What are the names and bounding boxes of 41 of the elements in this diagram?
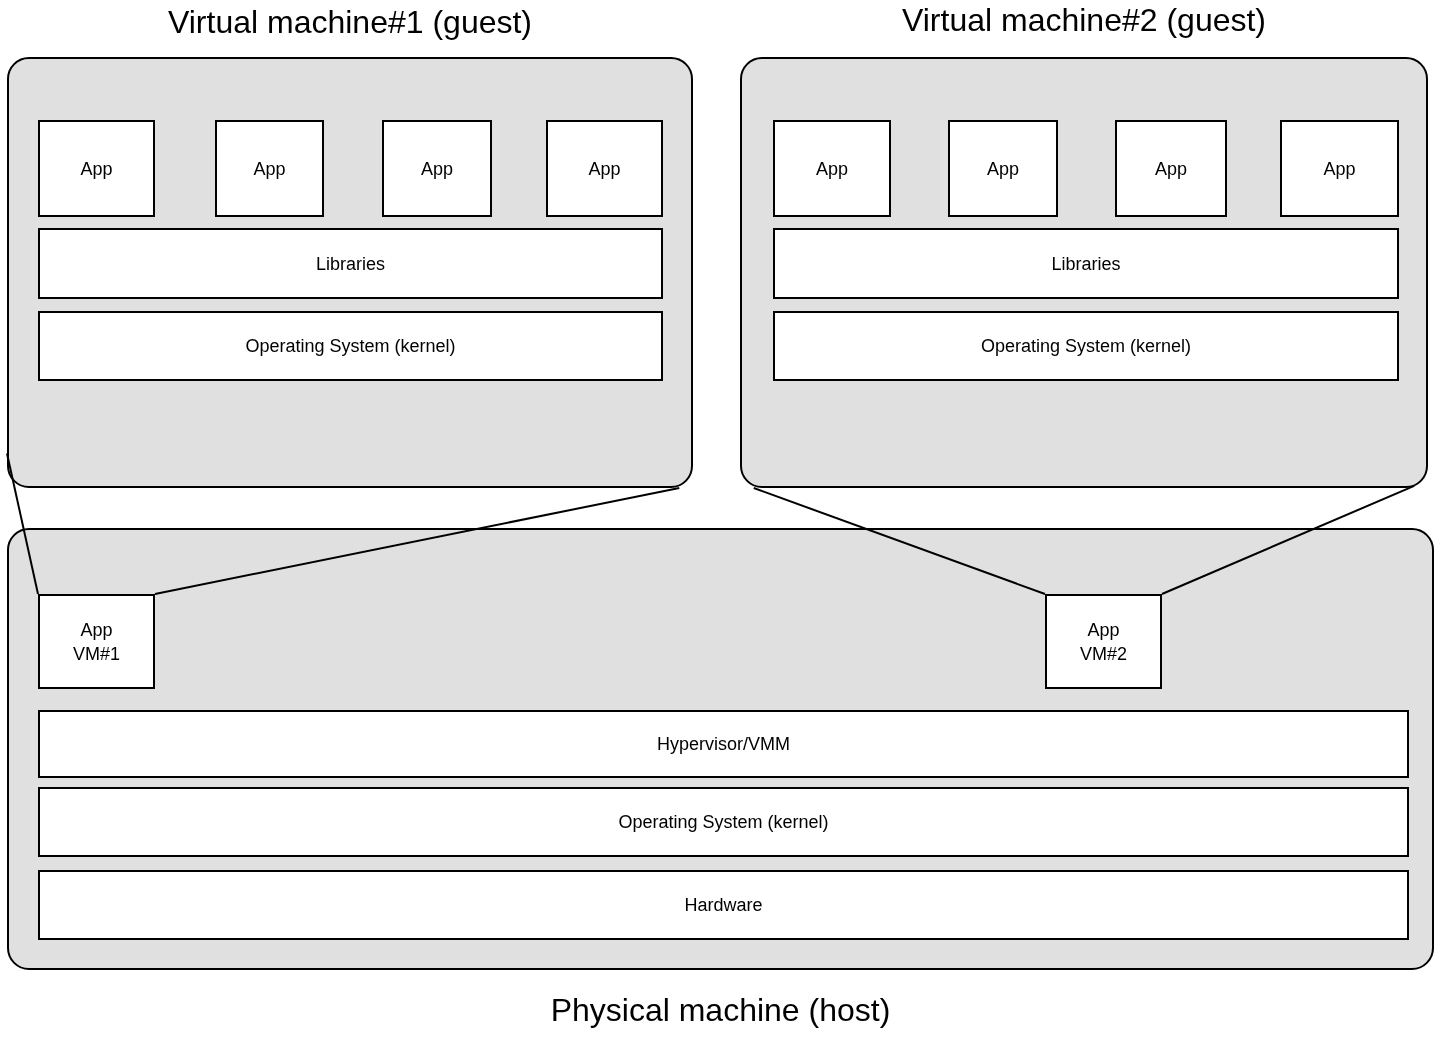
app-box xyxy=(546,120,663,217)
panel-heading: Virtual machine#1 (guest) xyxy=(167,3,532,42)
box-label: App xyxy=(1323,157,1356,181)
app-box xyxy=(382,120,492,217)
box-label: App VM#1 xyxy=(72,618,121,666)
box-label: App xyxy=(1155,157,1187,181)
vm-app-box xyxy=(38,594,155,689)
box-label: App VM#2 xyxy=(1079,618,1128,666)
box-label: App xyxy=(987,157,1019,181)
box-label: Libraries xyxy=(1051,252,1121,276)
libraries-layer xyxy=(773,228,1399,299)
panel-heading: Physical machine (host) xyxy=(550,991,891,1030)
box-label: App xyxy=(588,157,621,181)
os-layer xyxy=(773,311,1399,381)
connector-line xyxy=(6,452,39,595)
box-label: Hypervisor/VMM xyxy=(657,733,790,756)
box-label: Operating System (kernel) xyxy=(618,811,829,834)
libraries-layer xyxy=(38,228,663,299)
app-box xyxy=(215,120,324,217)
box-label: Libraries xyxy=(316,252,385,276)
box-label: App xyxy=(253,157,286,181)
app-box xyxy=(948,120,1058,217)
hardware-layer xyxy=(38,870,1409,940)
connector-line xyxy=(1161,484,1416,595)
box-label: Operating System (kernel) xyxy=(980,335,1192,358)
panel-heading: Virtual machine#2 (guest) xyxy=(901,1,1266,40)
connector-line xyxy=(154,487,681,595)
app-box xyxy=(1280,120,1399,217)
box-label: App xyxy=(816,157,848,181)
app-box xyxy=(773,120,891,217)
os-layer xyxy=(38,787,1409,857)
vm-app-box xyxy=(1045,594,1162,689)
connector-line xyxy=(752,487,1046,595)
box-label: Hardware xyxy=(684,894,763,917)
app-box xyxy=(38,120,155,217)
box-label: App xyxy=(80,157,113,181)
app-box xyxy=(1115,120,1227,217)
box-label: Operating System (kernel) xyxy=(245,335,456,358)
hypervisor-layer xyxy=(38,710,1409,778)
box-label: App xyxy=(421,157,453,181)
os-layer xyxy=(38,311,663,381)
